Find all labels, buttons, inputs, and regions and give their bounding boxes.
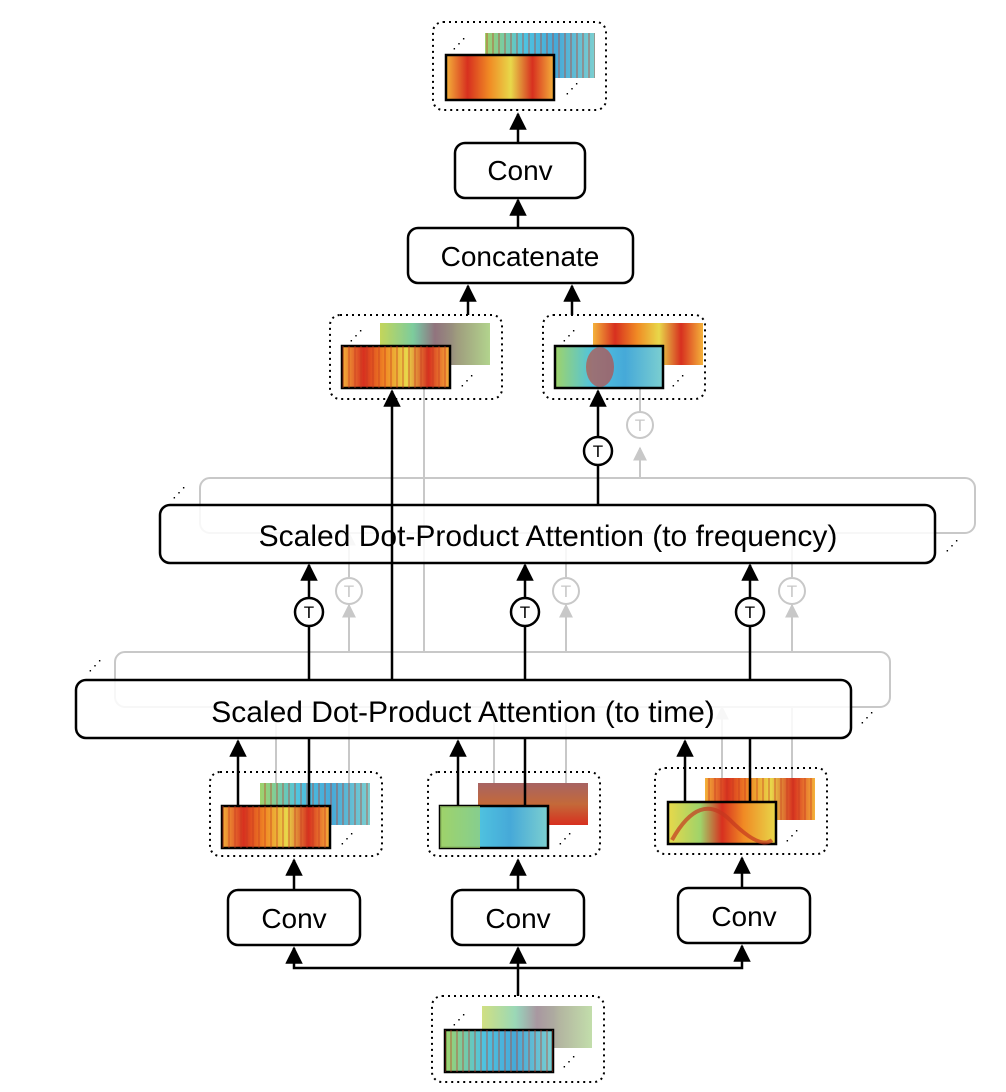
transpose-node-icon: T — [335, 577, 363, 605]
transpose-node-icon: T — [293, 596, 325, 628]
ellipsis: ⋰ — [562, 327, 576, 343]
concatenate-label: Concatenate — [441, 241, 600, 272]
conv-output-stack-right: ⋰ — [654, 767, 828, 855]
conv-output-stack-mid: ⋰ — [427, 771, 601, 857]
conv-mid-label: Conv — [485, 903, 550, 934]
time-attended-spectrogram-stack: ⋰ ⋰ — [329, 314, 503, 400]
ellipsis: ⋰ — [88, 657, 102, 673]
transpose-nodes: T T T T — [293, 435, 766, 628]
ellipsis: ⋰ — [340, 830, 354, 846]
transpose-node-icon: T — [734, 596, 766, 628]
transpose-node-icon: T — [509, 596, 541, 628]
ellipsis: ⋰ — [349, 327, 363, 343]
transpose-node-icon: T — [778, 577, 806, 605]
top-conv-block: Conv — [453, 141, 587, 200]
ellipsis: ⋰ — [671, 372, 685, 388]
ellipsis: ⋰ — [558, 830, 572, 846]
output-spectrogram-stack: ⋰ ⋰ — [432, 21, 607, 111]
transpose-glyph: T — [344, 582, 354, 601]
conv-block-left: Conv — [226, 888, 362, 947]
ellipsis: ⋰ — [460, 372, 474, 388]
time-attention-block: Scaled Dot-Product Attention (to time) ⋰… — [74, 657, 874, 740]
ellipsis: ⋰ — [562, 1053, 576, 1069]
ellipsis: ⋰ — [565, 80, 579, 96]
transpose-glyph: T — [787, 582, 797, 601]
transpose-glyph: T — [593, 442, 603, 461]
conv-output-stack-left: ⋰ — [209, 771, 383, 857]
transpose-glyph: T — [635, 416, 645, 435]
ellipsis: ⋰ — [860, 709, 874, 725]
main-connectors — [229, 112, 759, 996]
frequency-attention-block: Scaled Dot-Product Attention (to frequen… — [158, 484, 959, 565]
ellipsis: ⋰ — [785, 827, 799, 843]
conv-block-mid: Conv — [450, 888, 586, 947]
transpose-glyph: T — [520, 603, 530, 622]
conv-block-right: Conv — [676, 886, 812, 945]
transpose-glyph: T — [561, 582, 571, 601]
transpose-glyph: T — [745, 603, 755, 622]
transpose-glyph: T — [304, 603, 314, 622]
conv-right-label: Conv — [711, 901, 776, 932]
ellipsis: ⋰ — [452, 1011, 466, 1027]
transpose-node-icon: T — [552, 577, 580, 605]
time-attention-label: Scaled Dot-Product Attention (to time) — [211, 696, 715, 729]
conv-left-label: Conv — [261, 903, 326, 934]
input-spectrogram-stack: ⋰ ⋰ — [431, 995, 605, 1083]
ellipsis: ⋰ — [172, 484, 186, 500]
frequency-attended-spectrogram-stack: ⋰ ⋰ — [542, 314, 706, 400]
transpose-node-icon: T — [626, 411, 654, 439]
concatenate-block: Concatenate — [406, 226, 635, 285]
transpose-node-icon: T — [582, 435, 614, 467]
top-conv-label: Conv — [487, 155, 552, 186]
frequency-attention-label: Scaled Dot-Product Attention (to frequen… — [259, 520, 838, 553]
ghost-transpose-nodes: T T T T — [335, 411, 806, 605]
ellipsis: ⋰ — [452, 35, 466, 51]
ellipsis: ⋰ — [945, 537, 959, 553]
